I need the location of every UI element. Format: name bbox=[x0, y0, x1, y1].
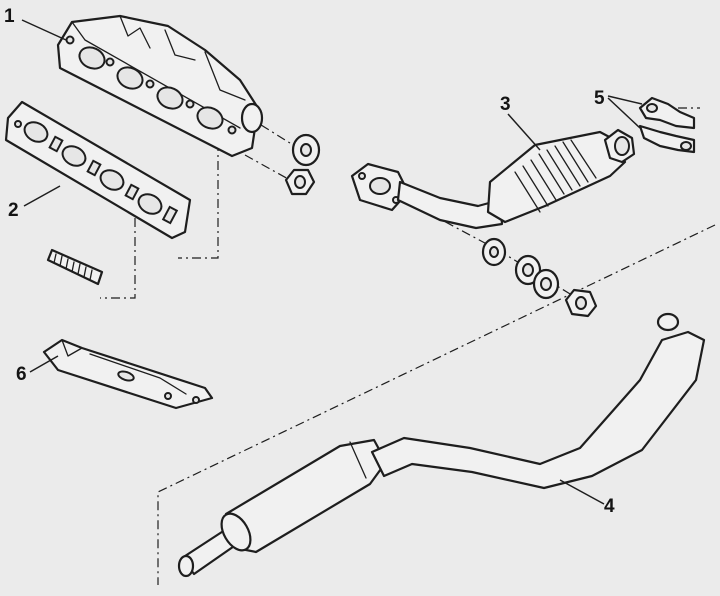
flange-nut bbox=[564, 288, 598, 318]
flange-gasket-ring bbox=[481, 237, 507, 267]
manifold-washer bbox=[291, 133, 321, 167]
manifold-nut bbox=[284, 168, 316, 196]
callout-2: 2 bbox=[8, 200, 19, 221]
callout-1: 1 bbox=[4, 6, 15, 27]
callout-3: 3 bbox=[500, 94, 511, 115]
callout-6: 6 bbox=[16, 364, 27, 385]
alignment-lines bbox=[100, 107, 716, 585]
support-bracket bbox=[42, 338, 214, 410]
catalytic-converter-front-pipe bbox=[350, 128, 636, 230]
manifold-gasket bbox=[4, 100, 192, 240]
callout-labels: 1 2 3 4 5 6 bbox=[4, 6, 615, 517]
callout-5: 5 bbox=[594, 88, 605, 109]
rear-muffler-pipe bbox=[177, 312, 706, 578]
exhaust-manifold bbox=[56, 14, 264, 158]
pipe-clamp bbox=[638, 96, 696, 154]
threaded-stud bbox=[46, 248, 104, 286]
leader-lines bbox=[21, 19, 643, 505]
spring-washer bbox=[514, 254, 560, 300]
callout-4: 4 bbox=[604, 496, 615, 517]
